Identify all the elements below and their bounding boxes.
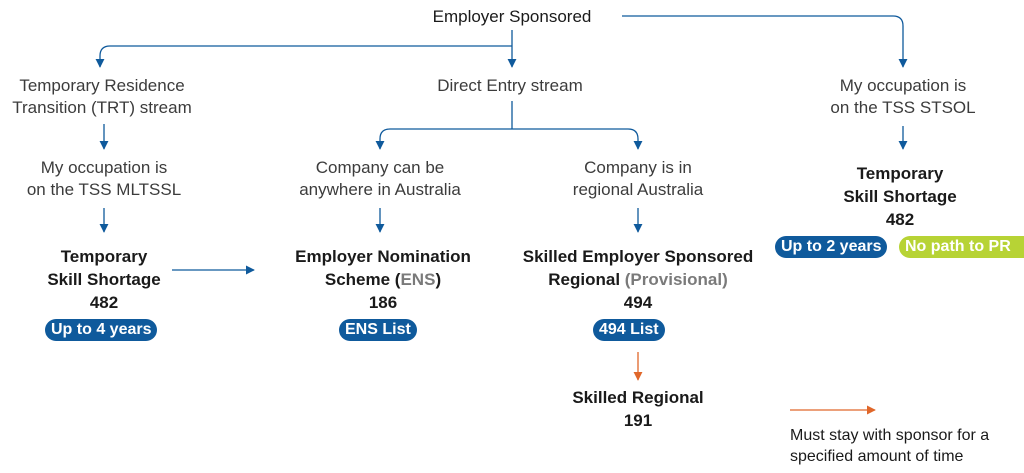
visa-ens-line1: Employer Nomination (295, 247, 471, 266)
visa-tss-stsol: Temporary Skill Shortage 482 (843, 162, 956, 231)
badge-494-list: 494 List (593, 319, 665, 341)
legend-text-line1: Must stay with sponsor for a (790, 427, 990, 444)
visa-tss-mltssl: Temporary Skill Shortage 482 (47, 245, 160, 314)
visa-ens-number: 186 (368, 293, 398, 312)
anywhere-condition-line2: anywhere in Australia (299, 180, 461, 199)
connector-to-trt (95, 45, 512, 68)
trt-stream-line1: Temporary Residence (19, 76, 185, 95)
mltssl-condition: My occupation is on the TSS MLTSSL (27, 157, 181, 201)
connector-to-stsol (622, 15, 908, 68)
stsol-condition-line1: My occupation is (839, 76, 967, 95)
visa-ens: Employer Nomination Scheme (ENS) 186 (295, 245, 471, 314)
visa-sesr-number: 494 (623, 293, 653, 312)
visa-sesr-line2: Regional (Provisional) (523, 268, 754, 291)
root-title: Employer Sponsored (432, 7, 592, 26)
visa-ens-line2-end: ) (435, 270, 442, 289)
badge-up-to-2-years: Up to 2 years (775, 236, 888, 258)
visa-sesr-line2-main: Regional (548, 270, 625, 289)
badge-up-to-4-years: Up to 4 years (45, 319, 158, 341)
visa-ens-line2-muted: ENS (400, 270, 436, 289)
badge-ens-list: ENS List (339, 319, 417, 341)
visa-sesr: Skilled Employer Sponsored Regional (Pro… (523, 245, 754, 314)
direct-entry-stream: Direct Entry stream (437, 76, 583, 95)
visa-tss-mltssl-number: 482 (89, 293, 119, 312)
stsol-condition: My occupation is on the TSS STSOL (830, 75, 975, 119)
trt-stream: Temporary Residence Transition (TRT) str… (12, 75, 191, 119)
visa-tss-mltssl-line1: Temporary (60, 247, 148, 266)
visa-skilled-regional-number: 191 (623, 411, 653, 430)
visa-ens-line2: Scheme (ENS) (295, 268, 471, 291)
visa-tss-stsol-number: 482 (885, 210, 915, 229)
visa-skilled-regional: Skilled Regional 191 (572, 386, 703, 432)
regional-condition-line2: regional Australia (572, 180, 704, 199)
regional-condition: Company is in regional Australia (573, 157, 703, 201)
visa-tss-stsol-line2: Skill Shortage (843, 187, 957, 206)
legend-text: Must stay with sponsor for a specified a… (790, 425, 989, 467)
badge-no-path-to-pr: No path to PR (899, 236, 1024, 258)
visa-tss-stsol-line1: Temporary (856, 164, 944, 183)
connector-to-anywhere (375, 128, 512, 150)
stsol-condition-line2: on the TSS STSOL (830, 98, 976, 117)
trt-stream-line2: Transition (TRT) stream (12, 98, 192, 117)
legend-text-line2: specified amount of time (790, 448, 964, 465)
anywhere-condition: Company can be anywhere in Australia (299, 157, 461, 201)
visa-skilled-regional-line1: Skilled Regional (572, 388, 704, 407)
anywhere-condition-line1: Company can be (315, 158, 445, 177)
connector-to-regional (512, 128, 643, 150)
mltssl-condition-line2: on the TSS MLTSSL (26, 180, 182, 199)
visa-ens-line2-main: Scheme ( (324, 270, 401, 289)
regional-condition-line1: Company is in (584, 158, 692, 177)
visa-sesr-line2-muted: (Provisional) (624, 270, 728, 289)
mltssl-condition-line1: My occupation is (40, 158, 168, 177)
visa-tss-mltssl-line2: Skill Shortage (47, 270, 161, 289)
visa-sesr-line1: Skilled Employer Sponsored (522, 247, 754, 266)
